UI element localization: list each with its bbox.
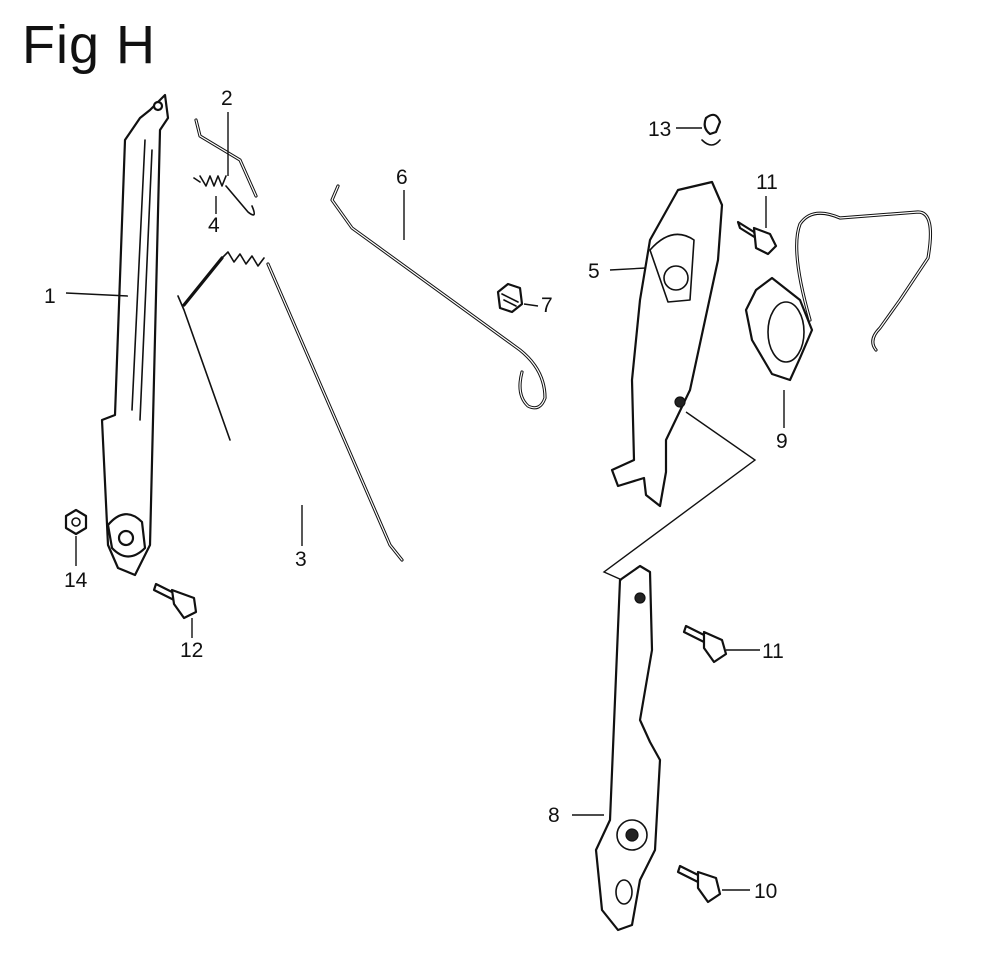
callout-6: 6 [396, 166, 408, 189]
leader-lines [65, 112, 785, 891]
callout-5: 5 [588, 260, 600, 283]
callout-11-upper: 11 [756, 171, 778, 194]
part-10-bolt [676, 864, 722, 904]
callout-4: 4 [208, 214, 220, 237]
part-6-loop-rod [330, 184, 547, 410]
part-1-lever-arm [100, 93, 170, 577]
callout-11-lower: 11 [762, 640, 784, 663]
callout-10: 10 [754, 880, 777, 903]
part-2-rod [194, 118, 258, 198]
callout-3: 3 [295, 548, 307, 571]
part-8-plate [594, 564, 662, 932]
callout-1: 1 [44, 285, 56, 308]
part-3-spring-rod [177, 251, 404, 562]
part-12-bolt [152, 582, 198, 620]
callout-2: 2 [221, 87, 233, 110]
part-11-bolt-upper [736, 220, 778, 256]
figure-title: Fig H [22, 15, 157, 75]
callout-12: 12 [180, 639, 203, 662]
part-13-clip [701, 113, 722, 146]
callout-13: 13 [648, 118, 671, 141]
part-9-switch [744, 210, 932, 382]
part-14-nut [64, 508, 88, 536]
callout-14: 14 [64, 569, 88, 592]
part-5-bracket [610, 180, 724, 508]
callout-labels: 1 2 3 4 5 6 7 8 9 10 11 11 12 13 14 [44, 87, 788, 903]
part-7-nut [496, 282, 524, 314]
callout-8: 8 [548, 804, 560, 827]
callout-7: 7 [541, 294, 553, 317]
part-11-bolt-lower [682, 624, 728, 664]
part-4-spring [193, 175, 256, 216]
assembly-line [602, 411, 757, 581]
callout-9: 9 [776, 430, 788, 453]
